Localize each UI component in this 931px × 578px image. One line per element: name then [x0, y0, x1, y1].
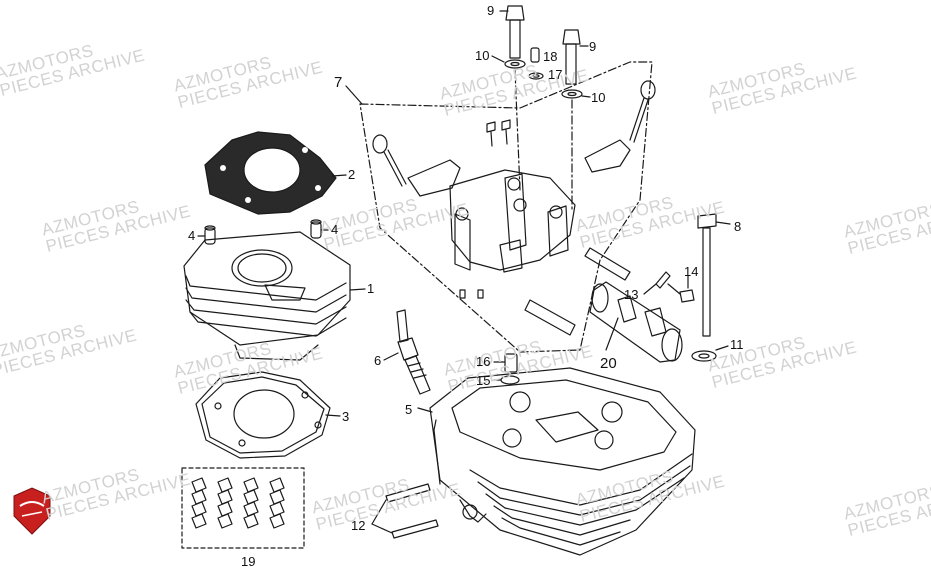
long-stud-bolt — [691, 213, 731, 362]
studs — [371, 483, 439, 539]
callout-6: 6 — [374, 353, 382, 368]
callout-4-right: 4 — [331, 222, 339, 237]
brand-shield-logo — [13, 487, 51, 535]
callout-13: 13 — [624, 287, 639, 302]
callout-8: 8 — [734, 219, 742, 234]
callout-18: 18 — [543, 49, 558, 64]
callout-14: 14 — [684, 264, 699, 279]
callout-15: 15 — [476, 373, 491, 388]
head-gasket-upper — [204, 131, 347, 215]
valve-keepers — [181, 467, 305, 549]
callout-19: 19 — [241, 554, 256, 569]
callout-1: 1 — [367, 281, 375, 296]
callout-3: 3 — [342, 409, 350, 424]
callout-5: 5 — [405, 402, 413, 417]
callout-10-left: 10 — [475, 48, 490, 63]
callout-9-right: 9 — [589, 39, 597, 54]
rocker-assembly — [345, 61, 656, 353]
callout-16: 16 — [476, 354, 491, 369]
dowel-pins — [197, 219, 329, 245]
callout-11: 11 — [730, 337, 744, 352]
spark-plug — [383, 309, 431, 395]
callout-10-right: 10 — [591, 90, 606, 105]
small-fittings — [528, 47, 544, 80]
callout-17: 17 — [548, 67, 563, 82]
oil-fittings — [493, 353, 520, 385]
bolt-and-washer — [643, 271, 695, 303]
callout-20: 20 — [600, 355, 617, 372]
base-gasket — [195, 371, 341, 459]
callout-7: 7 — [334, 74, 343, 91]
callout-2: 2 — [348, 167, 356, 182]
head-bolts — [491, 5, 591, 211]
callout-9-left: 9 — [487, 3, 495, 18]
callout-4-left: 4 — [188, 228, 196, 243]
cylinder-head — [417, 367, 696, 556]
camshaft — [589, 281, 683, 363]
cylinder-block — [183, 231, 366, 361]
callout-12: 12 — [351, 518, 366, 533]
